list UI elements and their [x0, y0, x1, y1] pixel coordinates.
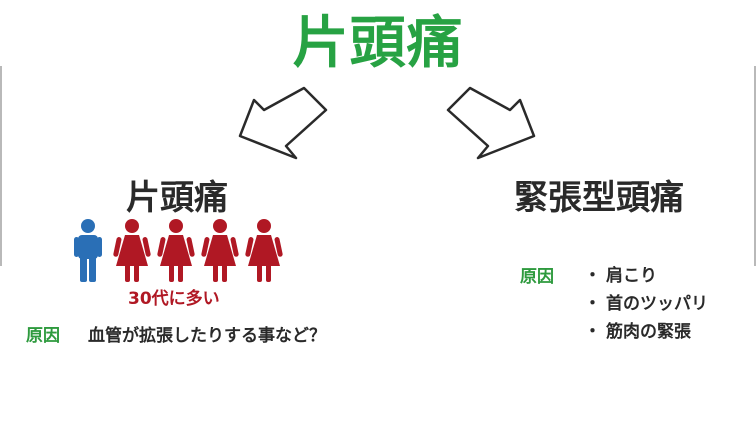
cause-item-text: 首のツッパリ	[606, 294, 708, 314]
right-cause-label: 原因	[520, 267, 554, 287]
list-item: ・肩こり	[584, 262, 708, 290]
female-figure-icon	[201, 219, 239, 282]
left-edge-line	[0, 66, 2, 266]
list-item: ・筋肉の緊張	[584, 318, 708, 346]
male-figure-icon	[74, 219, 102, 282]
cause-item-text: 筋肉の緊張	[606, 322, 691, 342]
female-figure-icon	[245, 219, 283, 282]
migraine-heading: 片頭痛	[126, 178, 228, 218]
cause-item-text: 肩こり	[606, 266, 657, 286]
bullet: ・	[584, 266, 601, 286]
female-figure-icon	[157, 219, 195, 282]
right-edge-line	[754, 66, 756, 266]
bullet: ・	[584, 294, 601, 314]
main-title: 片頭痛	[292, 11, 464, 76]
arrow-down-right-icon	[446, 86, 536, 160]
female-figure-icon	[113, 219, 151, 282]
tension-headache-heading: 緊張型頭痛	[514, 178, 684, 218]
age-note: 30代に多い	[128, 289, 220, 309]
list-item: ・首のツッパリ	[584, 290, 708, 318]
bullet: ・	[584, 322, 601, 342]
right-cause-list: ・肩こり ・首のツッパリ ・筋肉の緊張	[584, 262, 708, 346]
left-cause-label: 原因	[26, 326, 60, 346]
people-figures	[74, 218, 294, 284]
left-cause-text: 血管が拡張したりする事など？	[88, 326, 326, 346]
arrow-down-left-icon	[238, 86, 328, 160]
